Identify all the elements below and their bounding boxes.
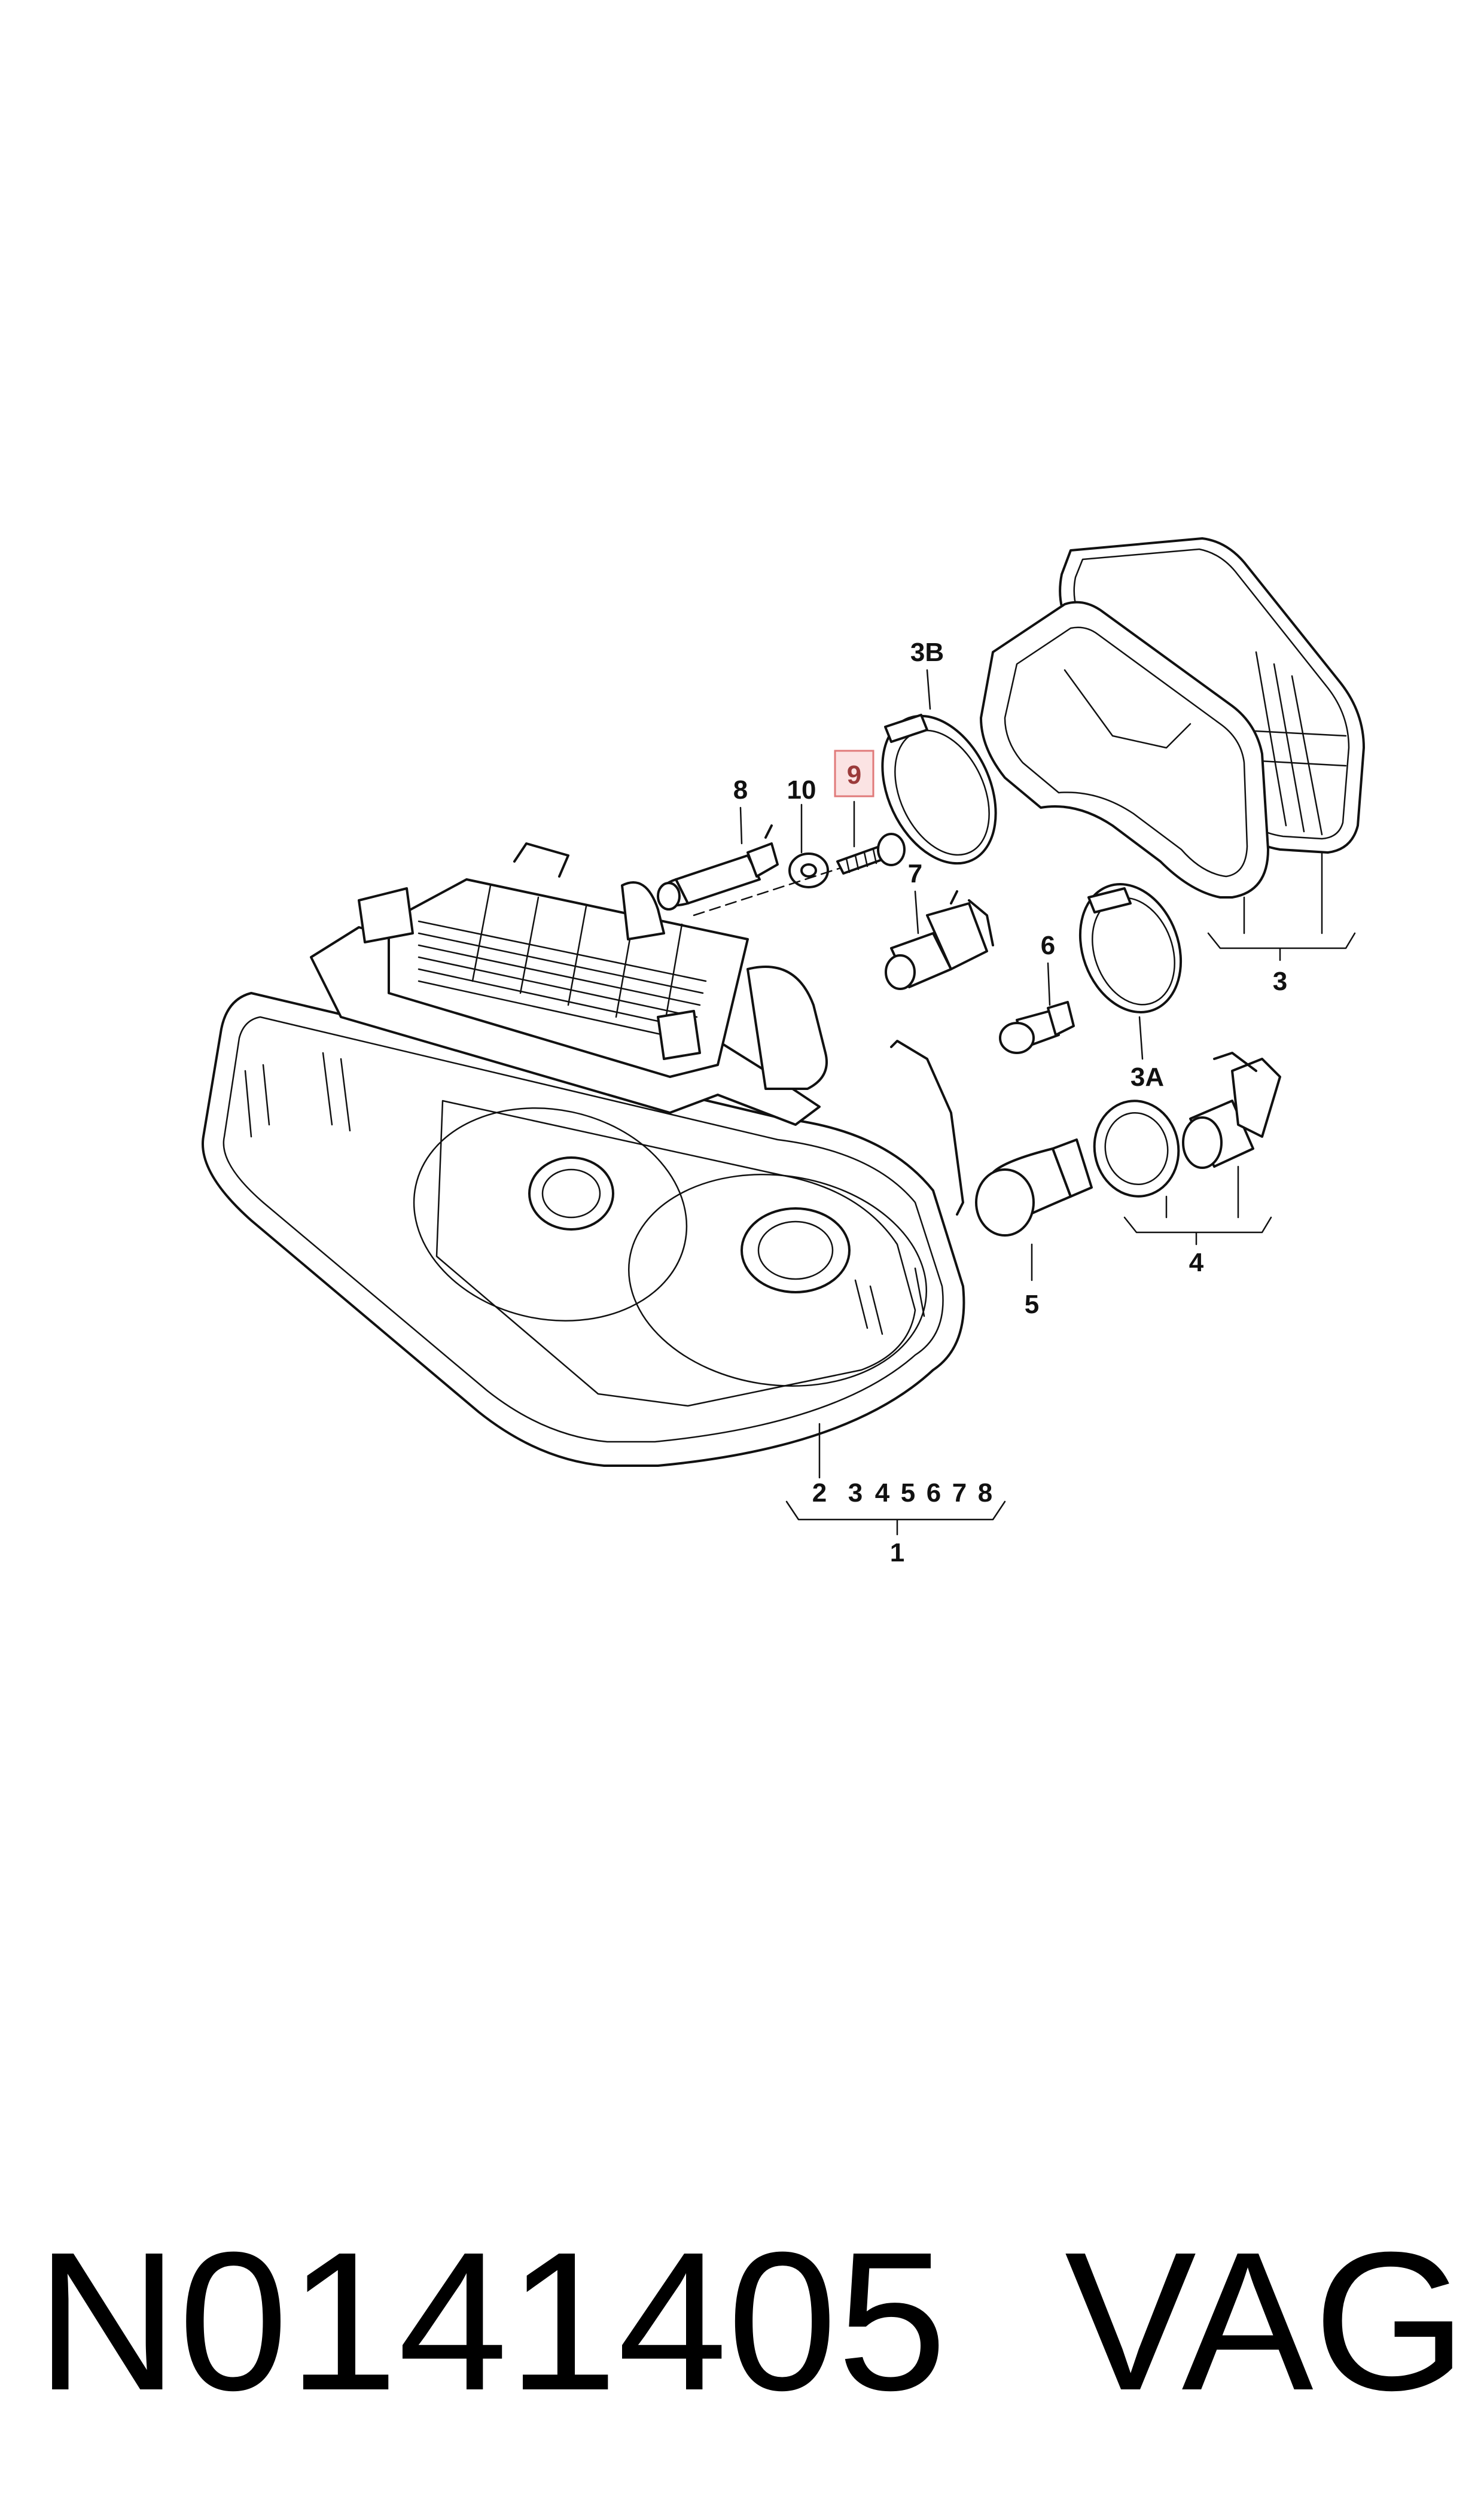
leader-lines-3 [1243,851,1323,934]
bulb-socket-4 [1182,1052,1281,1169]
callout-7: 7 [908,859,922,888]
part-number-text: N0141405 [36,2211,947,2431]
sidelight-bulb-8 [657,824,779,911]
leader-line-6 [1047,962,1051,1006]
callout-4: 4 [1189,1248,1204,1277]
cover-cap-3A [1078,883,1183,1013]
brand-text: VAG [1065,2211,1467,2431]
callout-3: 3 [1273,967,1287,996]
callout-group-item: 4 [875,1478,890,1508]
callout-group-item: 5 [901,1478,915,1508]
callout-group-item: 6 [927,1478,941,1508]
seal-3-inner [980,601,1269,899]
callout-3A: 3A [1130,1062,1164,1092]
leader-lines-4 [1165,1165,1239,1219]
cover-cap-3B [881,714,997,865]
screw-9 [836,833,906,875]
callout-5: 5 [1025,1290,1039,1319]
leader-line-3A [1138,1016,1144,1060]
headlight-housing [202,842,965,1467]
leader-line-3B [926,669,931,710]
bulb-7 [885,890,994,990]
bulb-6 [999,1001,1075,1054]
callout-group-1-items: 3 4 5 6 7 8 [848,1478,992,1508]
callout-6: 6 [1041,931,1055,960]
callout-3B: 3B [910,638,944,667]
callout-group-item: 7 [952,1478,967,1508]
washer-10 [788,852,829,888]
indicator-bulb-5 [975,1138,1093,1237]
callout-10: 10 [787,775,816,805]
bracket-group-3 [1207,932,1356,961]
bracket-group-4 [1123,1216,1272,1246]
callout-2: 2 [812,1478,827,1508]
callout-group-item: 8 [978,1478,992,1508]
leader-line-8 [739,806,743,845]
callout-1: 1 [890,1538,904,1567]
callout-8: 8 [733,775,748,805]
seal-ring-4 [1093,1100,1180,1198]
bracket-group-1 [785,1500,1006,1536]
callout-group-item: 3 [848,1478,863,1508]
leader-line-7 [914,890,919,934]
callout-9: 9 [847,760,861,790]
callout-9-highlight[interactable]: 9 [834,750,874,797]
